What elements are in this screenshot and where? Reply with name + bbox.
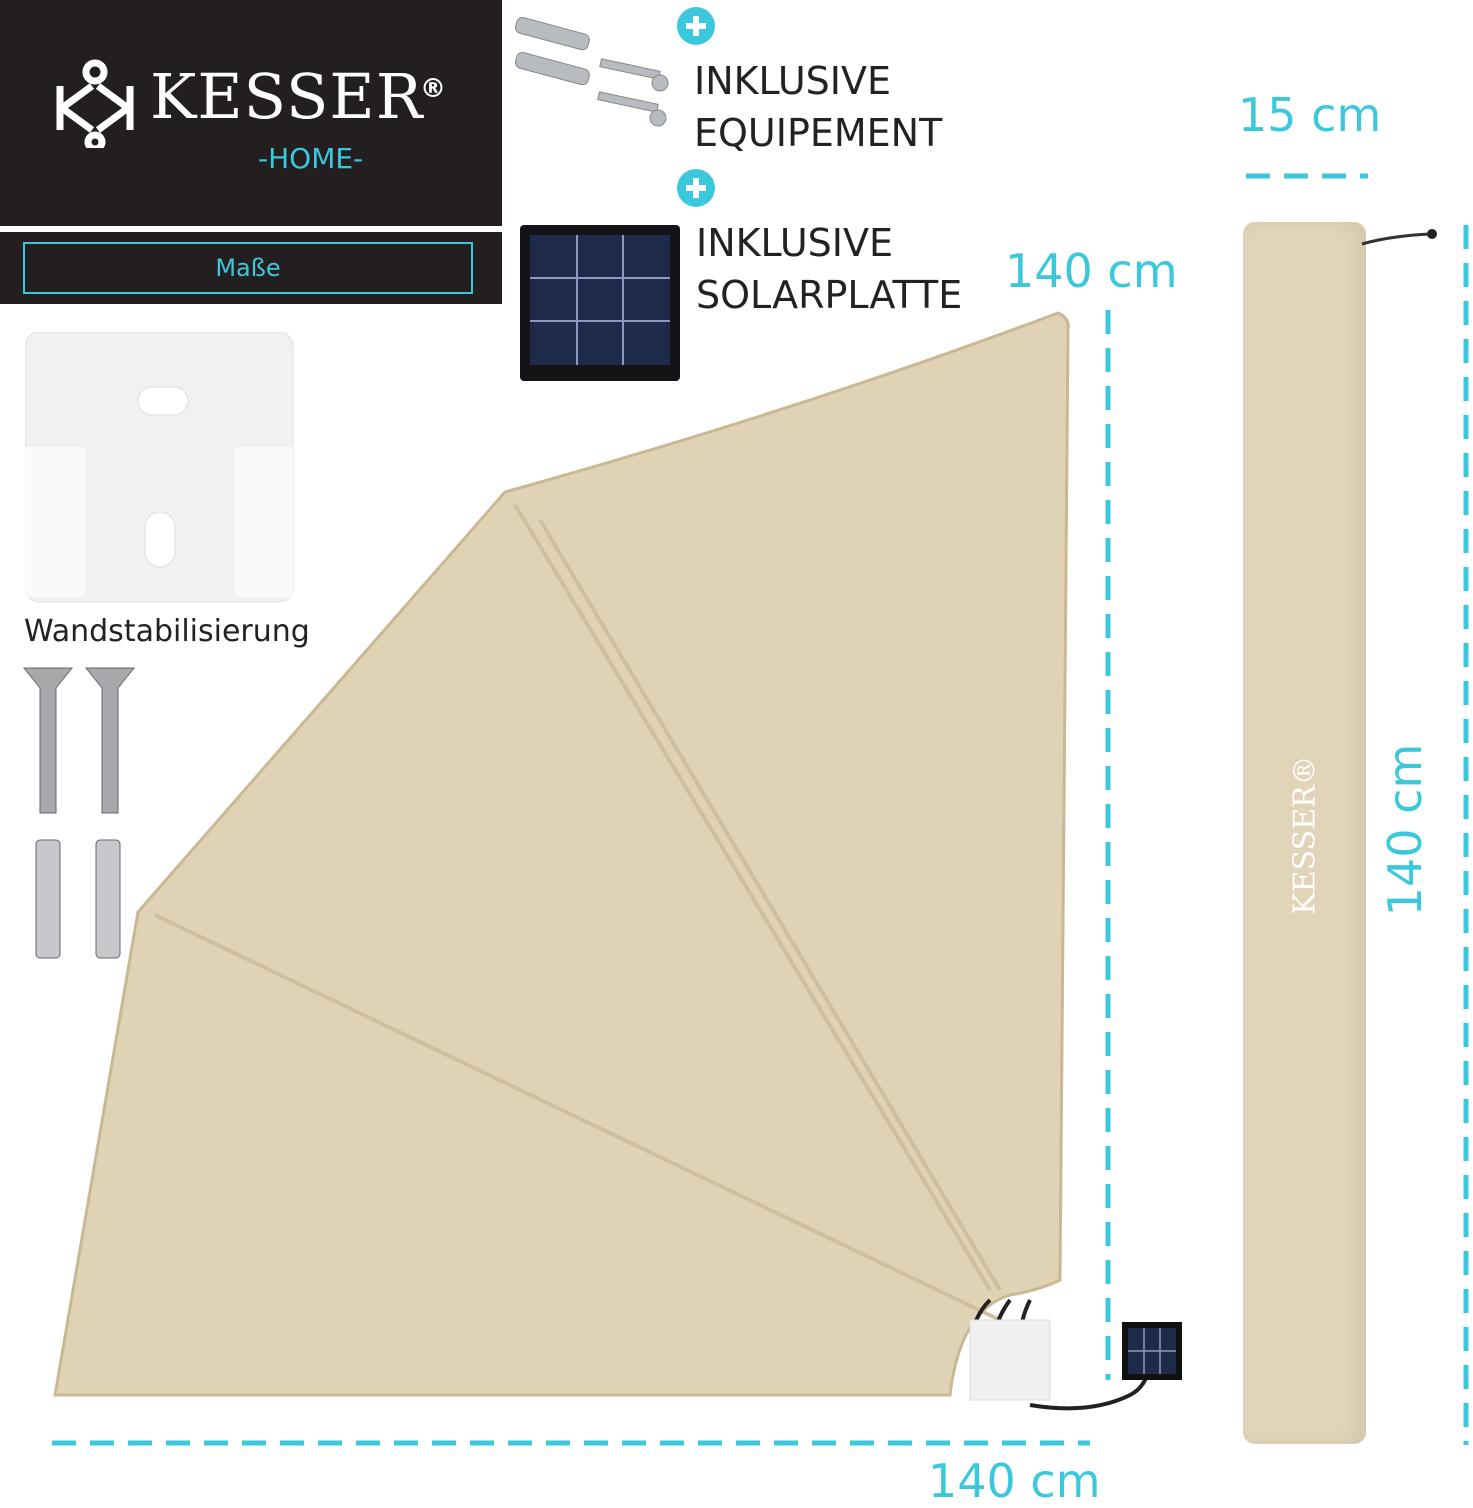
included-line: INKLUSIVE <box>696 221 893 265</box>
wall-bracket-image <box>25 332 294 603</box>
included-line: EQUIPEMENT <box>694 111 943 155</box>
brand-name: KESSER <box>150 60 424 133</box>
section-label: Maße <box>23 242 473 294</box>
kesser-monogram-logo <box>56 59 134 148</box>
included-line: INKLUSIVE <box>694 59 891 103</box>
mounting-hardware-image <box>514 17 669 127</box>
accessory-label: Wandstabilisierung <box>24 614 310 649</box>
solar-panel-image <box>520 225 680 381</box>
logo-panel <box>0 0 502 226</box>
height-dimension: 140 cm <box>1005 244 1178 298</box>
small-solar-panel-image <box>1122 1322 1182 1380</box>
drawstring-cord-image <box>1361 229 1437 246</box>
plus-circle-icon <box>677 7 715 45</box>
bag-diameter-dimension: 15 cm <box>1238 88 1382 142</box>
brand-subtitle: -HOME- <box>258 142 364 175</box>
screws-and-sleeves-image <box>22 667 136 959</box>
storage-bag-image <box>1243 222 1366 1444</box>
bag-length-dimension: 140 cm <box>1378 743 1432 917</box>
width-dimension: 140 cm <box>928 1454 1101 1508</box>
bag-logo: KESSER® <box>1287 755 1323 915</box>
plus-circle-icon <box>677 169 715 207</box>
registered-mark: ® <box>420 74 446 104</box>
included-line: SOLARPLATTE <box>696 273 963 317</box>
